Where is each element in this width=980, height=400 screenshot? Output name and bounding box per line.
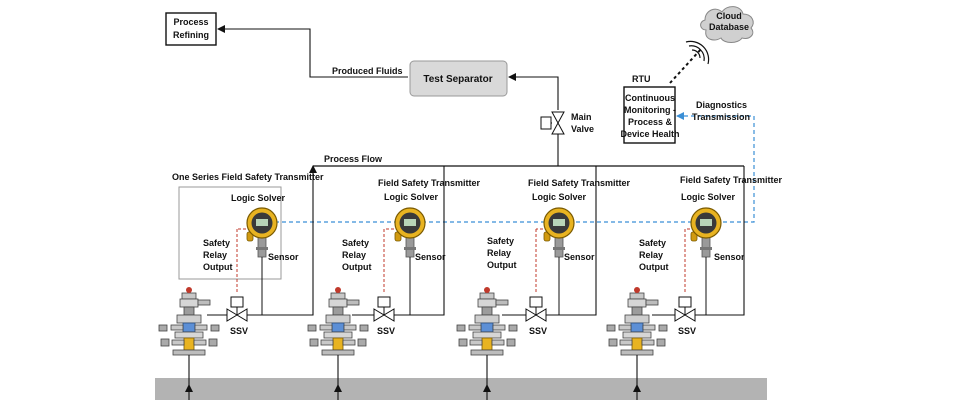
well-unit-2: Field Safety Transmitter Logic Solver Sa… xyxy=(307,166,481,400)
test-separator: Test Separator xyxy=(409,60,508,97)
relay-label-line-3: Output xyxy=(203,262,233,272)
logic-solver-label: Logic Solver xyxy=(532,192,587,202)
transmitter-label: Field Safety Transmitter xyxy=(528,178,631,188)
wellhead-icon xyxy=(606,286,668,356)
transmitter-icon xyxy=(246,207,278,258)
sensor-label: Sensor xyxy=(564,252,595,262)
well-unit-4: Field Safety Transmitter Logic Solver Sa… xyxy=(606,166,783,400)
wellhead-icon xyxy=(158,286,220,356)
rtu-body-line-2: Monitoring - xyxy=(624,105,676,115)
up-arrow-icon xyxy=(334,384,342,392)
one-series-frame xyxy=(178,186,282,280)
flow-line-to-refining xyxy=(217,25,408,78)
ssv-label: SSV xyxy=(377,326,395,336)
well-unit-1: One Series Field Safety Transmitter Logi… xyxy=(158,165,324,400)
relay-label-line-3: Output xyxy=(639,262,669,272)
rtu-body-line-1: Continuous xyxy=(625,93,675,103)
diagnostics-line-1: Diagnostics xyxy=(696,100,747,110)
process-flow-label: Process Flow xyxy=(324,154,383,164)
wireless-link xyxy=(669,40,710,84)
logic-solver-label: Logic Solver xyxy=(384,192,439,202)
sensor-label: Sensor xyxy=(415,252,446,262)
rtu: RTU Continuous Monitoring - Process & De… xyxy=(620,74,680,144)
relay-label-line-2: Relay xyxy=(203,250,227,260)
main-valve: Main Valve xyxy=(540,111,594,135)
rtu-body-line-3: Process & xyxy=(628,117,673,127)
transmitter-icon xyxy=(394,207,426,258)
ssv-label: SSV xyxy=(529,326,547,336)
rtu-body-line-4: Device Health xyxy=(620,129,679,139)
diagnostics-line-2: Transmission xyxy=(692,112,750,122)
main-valve-line-2: Valve xyxy=(571,124,594,134)
ssv-valve-icon xyxy=(674,296,696,322)
produced-fluids-label: Produced Fluids xyxy=(332,66,403,76)
diagnostics-link xyxy=(275,112,755,223)
transmitter-label: One Series Field Safety Transmitter xyxy=(172,172,324,182)
ssv-label: SSV xyxy=(678,326,696,336)
flow-line-to-separator xyxy=(508,73,559,110)
relay-label-line-1: Safety xyxy=(342,238,369,248)
process-refining-box: Process Refining xyxy=(165,12,217,46)
ssv-valve-icon xyxy=(525,296,547,322)
relay-label-line-1: Safety xyxy=(639,238,666,248)
relay-label-line-2: Relay xyxy=(342,250,366,260)
cloud-database-line-2: Database xyxy=(709,22,749,32)
up-arrow-icon xyxy=(483,384,491,392)
up-arrow-icon xyxy=(185,384,193,392)
wellhead-icon xyxy=(307,286,369,356)
ground-band xyxy=(155,378,767,400)
relay-label-line-1: Safety xyxy=(203,238,230,248)
relay-label-line-3: Output xyxy=(342,262,372,272)
relay-label-line-2: Relay xyxy=(639,250,663,260)
relay-label-line-2: Relay xyxy=(487,248,511,258)
ssv-valve-icon xyxy=(226,296,248,322)
wellhead-icon xyxy=(456,286,518,356)
relay-label-line-3: Output xyxy=(487,260,517,270)
ssv-label: SSV xyxy=(230,326,248,336)
main-valve-line-1: Main xyxy=(571,112,592,122)
logic-solver-label: Logic Solver xyxy=(231,193,286,203)
process-refining-line-1: Process xyxy=(173,17,208,27)
transmitter-label: Field Safety Transmitter xyxy=(378,178,481,188)
transmitter-icon xyxy=(543,207,575,258)
relay-label-line-1: Safety xyxy=(487,236,514,246)
sensor-label: Sensor xyxy=(268,252,299,262)
cloud-database: Cloud Database xyxy=(700,6,754,43)
transmitter-label: Field Safety Transmitter xyxy=(680,175,783,185)
sensor-label: Sensor xyxy=(714,252,745,262)
well-unit-3: Field Safety Transmitter Logic Solver Sa… xyxy=(456,166,631,400)
rtu-title: RTU xyxy=(632,74,651,84)
logic-solver-label: Logic Solver xyxy=(681,192,736,202)
up-arrow-icon xyxy=(633,384,641,392)
process-refining-line-2: Refining xyxy=(173,30,209,40)
transmitter-icon xyxy=(690,207,722,258)
ssv-valve-icon xyxy=(373,296,395,322)
test-separator-label: Test Separator xyxy=(423,74,492,85)
cloud-database-line-1: Cloud xyxy=(716,11,742,21)
